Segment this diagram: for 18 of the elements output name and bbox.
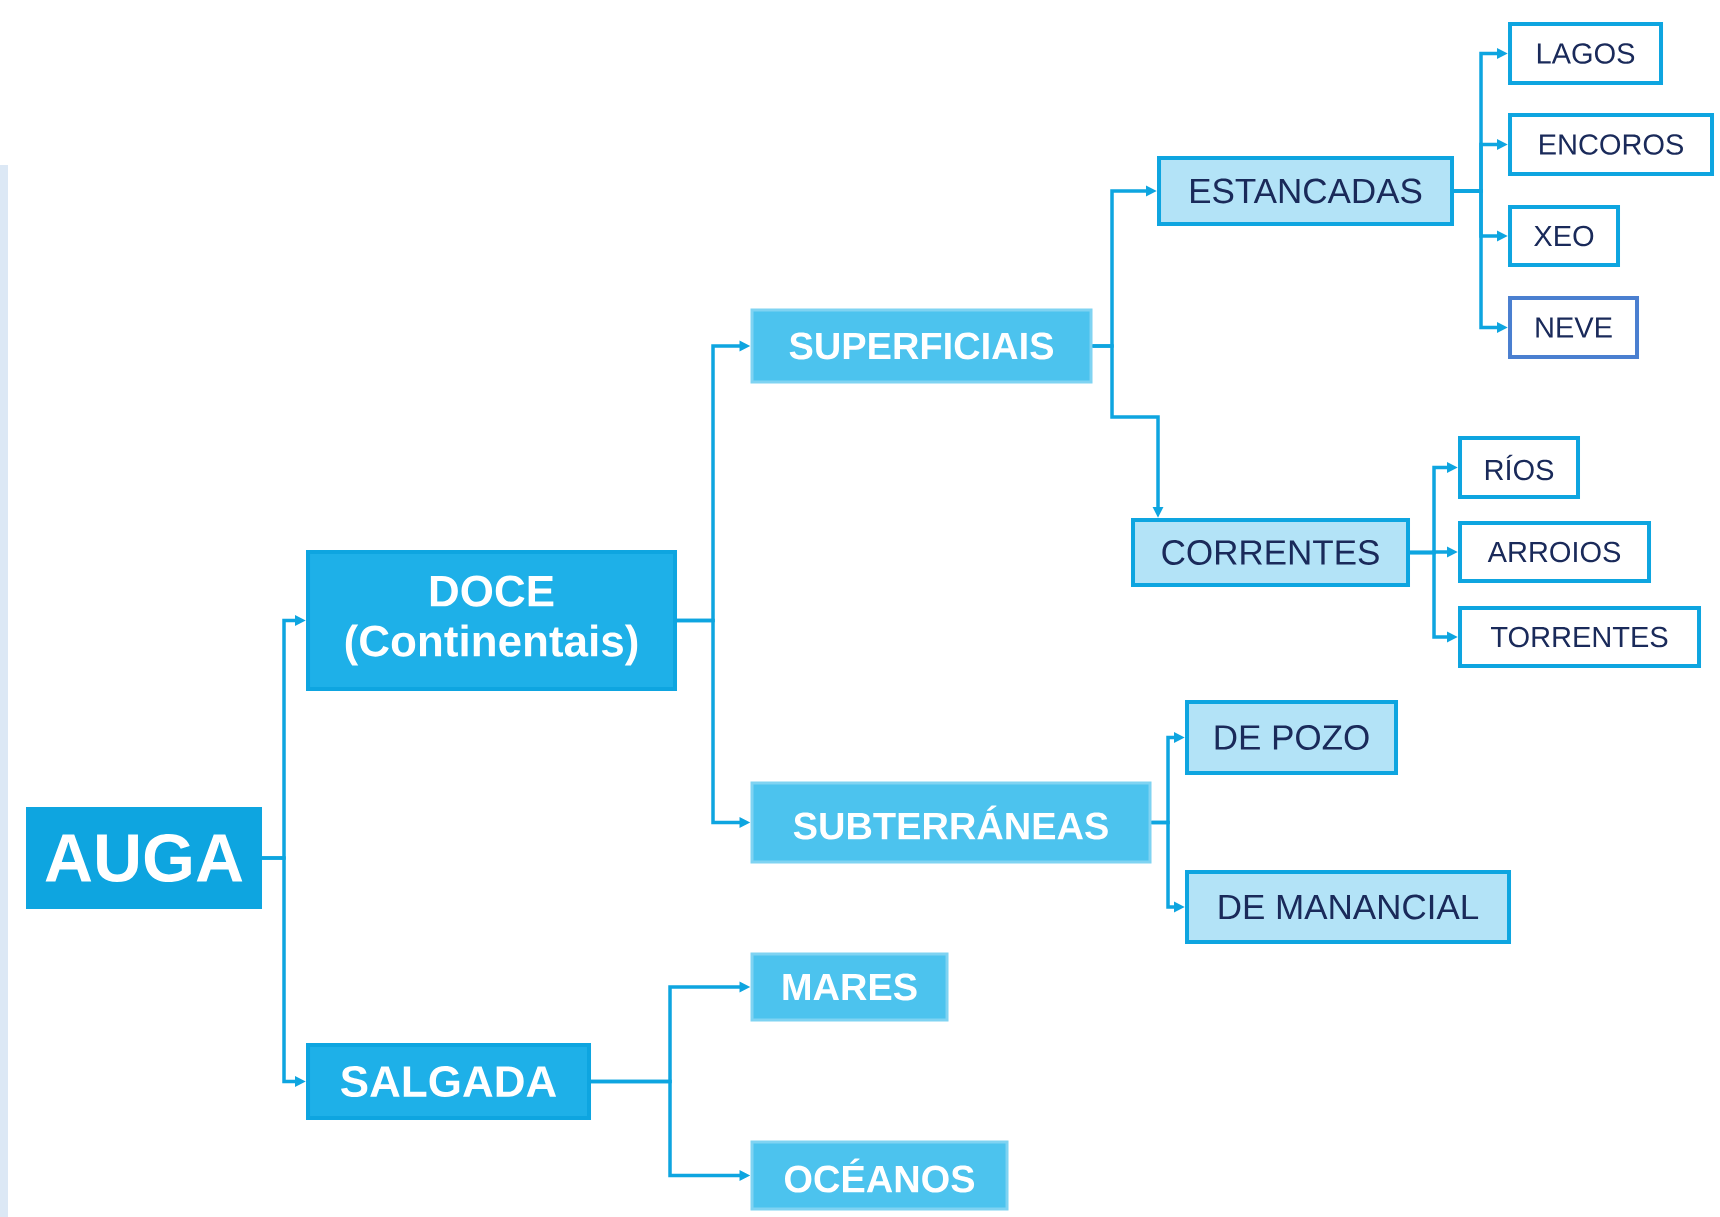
leaf-box: ENCOROS (1508, 113, 1714, 176)
leaf-box: NEVE (1508, 296, 1639, 359)
category-box: CORRENTES (1131, 518, 1410, 587)
category-box: SALGADA (306, 1043, 591, 1120)
category-box: ESTANCADAS (1157, 156, 1454, 226)
category-box: DE POZO (1185, 700, 1398, 775)
category-box: SUPERFICIAIS (750, 308, 1093, 384)
leaf-box: XEO (1508, 205, 1620, 267)
leaf-box: TORRENTES (1458, 606, 1701, 668)
category-box: OCÉANOS (750, 1140, 1009, 1211)
category-box: DOCE (Continentais) (306, 550, 677, 691)
leaf-box: ARROIOS (1458, 521, 1651, 583)
leaf-box: LAGOS (1508, 22, 1663, 85)
category-box: SUBTERRÁNEAS (750, 781, 1152, 864)
root-box: AUGA (26, 807, 262, 909)
category-box: MARES (750, 952, 949, 1022)
category-box: DE MANANCIAL (1185, 870, 1511, 944)
leaf-box: RÍOS (1458, 436, 1580, 499)
